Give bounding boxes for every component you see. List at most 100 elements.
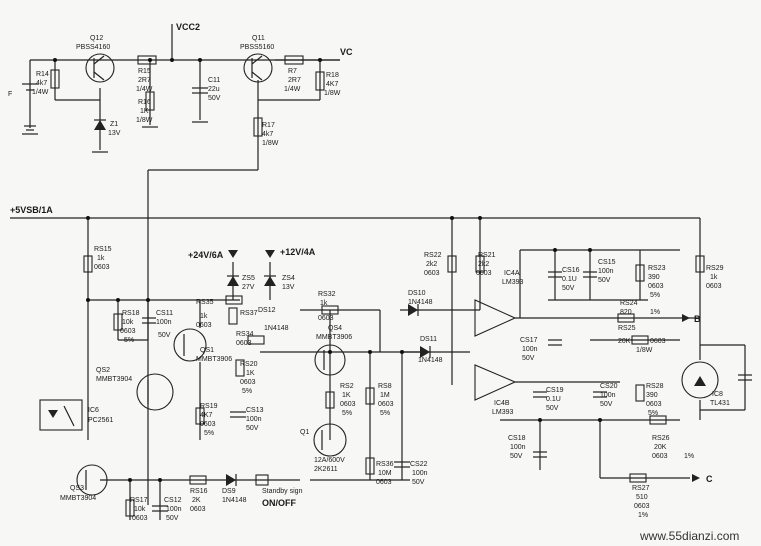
label-rs23-pkg: 0603 [648,283,664,290]
resistor-rs17 [125,499,135,517]
label-cs17-val: 100n [522,346,538,353]
label-ds9-part: 1N4148 [222,497,247,504]
resistor-r15 [137,55,157,65]
resistor-rs8 [365,387,375,405]
label-cs19: CS19 [546,387,564,394]
resistor-r16 [145,91,155,111]
label-rs34-pkg: 0603 [236,340,252,347]
label-rs26-val: 20K [654,444,667,451]
capacitor-cs13 [230,411,246,418]
label-rs37: RS37 [240,310,258,317]
resistor-rs34 [247,335,265,345]
label-rs21-pkg: 0603 [476,270,492,277]
label-rs20-pkg: 0603 [240,379,256,386]
label-c11-val: 22u [208,86,220,93]
label-q12: Q12 [90,35,103,42]
label-cs16-val: 0.1U [562,276,577,283]
capacitor-c11 [192,87,208,94]
label-zs5-val: 27V [242,284,255,291]
label-rs23-tol: 5% [650,292,660,299]
diode-ds10 [400,304,480,316]
label-q11-part: PBSS5160 [240,44,274,51]
label-r16: R16 [138,99,151,106]
label-ds9: DS9 [222,488,236,495]
label-rs24-tol: 1% [650,309,660,316]
capacitor-cs17 [548,339,562,346]
label-vcc2: VCC2 [176,22,200,32]
resistor-r18 [315,71,325,91]
label-rs8-tol: 5% [380,410,390,417]
junction-dots [53,58,602,482]
label-rs27: RS27 [632,485,650,492]
label-rs20: RS20 [240,361,258,368]
label-cs17: CS17 [520,337,538,344]
label-cs11-volt: 50V [158,332,171,339]
label-rs15-val: 1k [97,255,105,262]
label-rs20-val: 1K [246,370,255,377]
resistor-r14 [50,69,60,89]
label-standby-signal: Standby sign [262,488,303,495]
label-rs15: RS15 [94,246,112,253]
label-ds2-part: MMBT3904 [96,376,132,383]
resistor-rs25 [631,335,649,345]
resistor-r17 [253,117,263,137]
label-ds11: DS11 [420,336,437,343]
label-cs20-val: 100n [600,392,616,399]
label-rs29-val: 1k [710,274,718,281]
label-rs24-val: 820 [620,309,632,316]
label-cs16: CS16 [562,267,580,274]
resistor-rs16 [189,475,207,485]
label-rs18-val: 10k [122,319,134,326]
transistor-q12 [85,53,115,83]
label-rs19-val: 4K7 [200,412,213,419]
resistor-rs22 [447,255,457,273]
resistor-rs2 [325,391,335,409]
label-cs22: CS22 [410,461,428,468]
resistor-rs23 [635,264,645,282]
label-qs1-part: MMBT3906 [196,356,232,363]
label-cs16-volt: 50V [562,285,575,292]
label-qs4: QS4 [328,325,342,332]
label-rs26-tol: 1% [684,453,694,460]
label-cs20-volt: 50V [600,401,613,408]
label-qs3: QS3 [70,485,84,492]
label-cs18-volt: 50V [510,453,523,460]
transistor-qs1 [173,328,207,362]
label-rs19-tol: 5% [204,430,214,437]
capacitor-cs15 [583,271,597,278]
label-ic4b-part: LM393 [492,409,514,416]
label-z1-val: 13V [108,130,121,137]
label-q12-part: PBSS4160 [76,44,110,51]
label-ds10-part: 1N4148 [408,299,433,306]
label-rs23: RS23 [648,265,666,272]
label-cs20: CS20 [600,383,618,390]
label-rs2-pkg: 0603 [340,401,356,408]
label-r17: R17 [262,122,275,129]
label-rs22-pkg: 0603 [424,270,440,277]
label-rs18-pkg: 0603 [120,328,136,335]
label-rs19-pkg: 0603 [200,421,216,428]
mid-left-wires [88,299,300,520]
capacitor-right [738,374,752,381]
resistor-rs27 [629,473,647,483]
diode-ds11 [400,346,470,358]
label-rs8-pkg: 0603 [378,401,394,408]
label-rs17: RS17 [130,497,148,504]
label-rs27-tol: 1% [638,512,648,519]
label-q1-part: 2K2611 [314,466,338,473]
label-zs4-val: 13V [282,284,295,291]
transistor-q11 [243,53,273,83]
label-rs28-val: 390 [646,392,658,399]
label-cs17-volt: 50V [522,355,535,362]
label-cs18-val: 100n [510,444,526,451]
label-cs22-volt: 50V [412,479,425,486]
diode-ds9 [226,474,237,486]
label-q1-spec: 12A/600V [314,457,345,464]
label-rs36: RS36 [376,461,394,468]
opamp-ic4b [474,364,517,401]
capacitor-cs16 [548,271,562,278]
label-rs28: RS28 [646,383,664,390]
label-r7: R7 [288,68,297,75]
capacitor-cs18 [533,451,547,458]
